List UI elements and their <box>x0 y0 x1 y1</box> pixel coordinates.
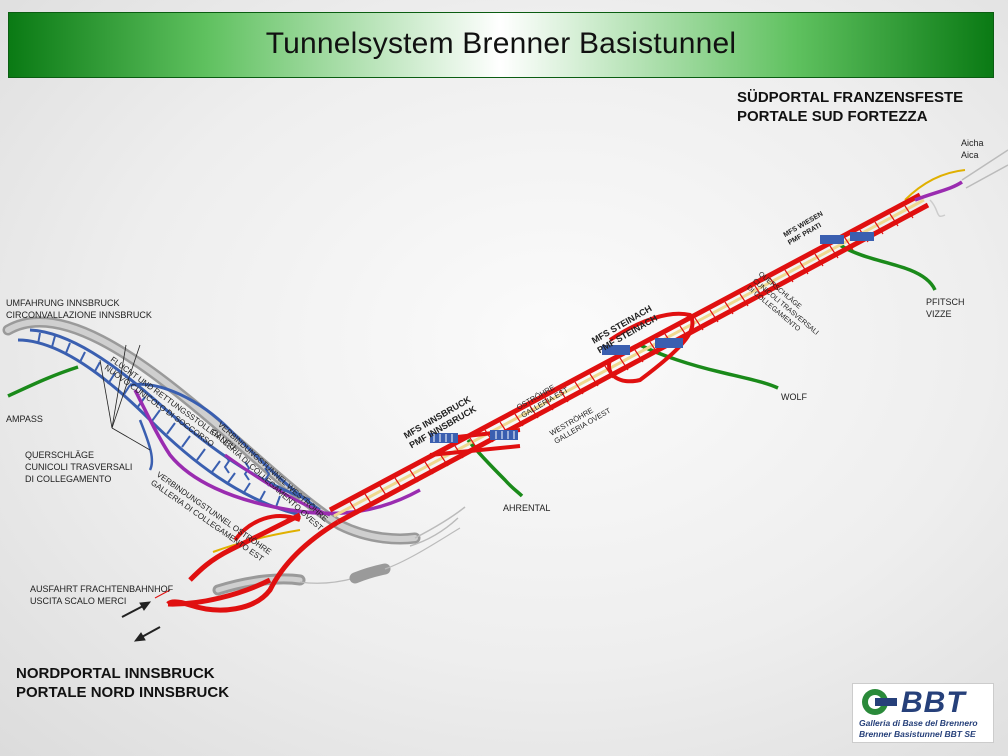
aicha-label: Aicha Aica <box>961 138 984 160</box>
title-banner: Tunnelsystem Brenner Basistunnel <box>8 12 994 78</box>
bypass-outline <box>414 506 466 539</box>
access-tunnel-pfitsch <box>839 243 937 291</box>
north-portal-west <box>188 512 302 582</box>
ampass-label: AMPASS <box>6 414 43 424</box>
emergency-stop-wiesen <box>820 232 874 244</box>
exploratory-tunnel <box>333 198 925 518</box>
north-portal-label: NORDPORTAL INNSBRUCK PORTALE NORD INNSBR… <box>16 665 230 701</box>
querschlaege-label: QUERSCHLÄGE CUNICOLI TRASVERSALI DI COLL… <box>25 450 133 484</box>
access-tunnel-ahrental <box>466 438 524 498</box>
grey-tube-lower-2 <box>349 563 391 584</box>
emergency-stop-steinach <box>602 311 695 384</box>
umfahrung-label: UMFAHRUNG INNSBRUCK CIRCONVALLAZIONE INN… <box>6 298 152 320</box>
bbt-emblem-icon <box>862 689 897 715</box>
cross-passages-innsbruck <box>37 332 281 508</box>
direction-arrows <box>121 601 161 642</box>
page-title: Tunnelsystem Brenner Basistunnel <box>265 27 737 60</box>
access-tunnel-ampass <box>7 365 79 398</box>
main-tube-west <box>336 202 930 525</box>
bbt-logo: BBT Galleria di Base del Brennero Brenne… <box>852 683 994 743</box>
south-portal-label: SÜDPORTAL FRANZENSFESTE PORTALE SUD FORT… <box>737 89 964 125</box>
escape-tunnel-south <box>914 180 963 202</box>
ausfahrt-label: AUSFAHRT FRACHTENBAHNHOF USCITA SCALO ME… <box>30 584 174 606</box>
logo-brand: BBT <box>901 686 966 719</box>
wolf-label: WOLF <box>781 392 807 402</box>
yellow-tunnel-aicha <box>904 169 966 201</box>
ahrental-label: AHRENTAL <box>503 503 551 513</box>
logo-line-2: Brenner Basistunnel BBT SE <box>859 729 976 739</box>
pfitsch-label: PFITSCH VIZZE <box>926 297 965 319</box>
emergency-stop-innsbruck <box>429 428 521 457</box>
logo-line-1: Galleria di Base del Brennero <box>859 718 978 728</box>
